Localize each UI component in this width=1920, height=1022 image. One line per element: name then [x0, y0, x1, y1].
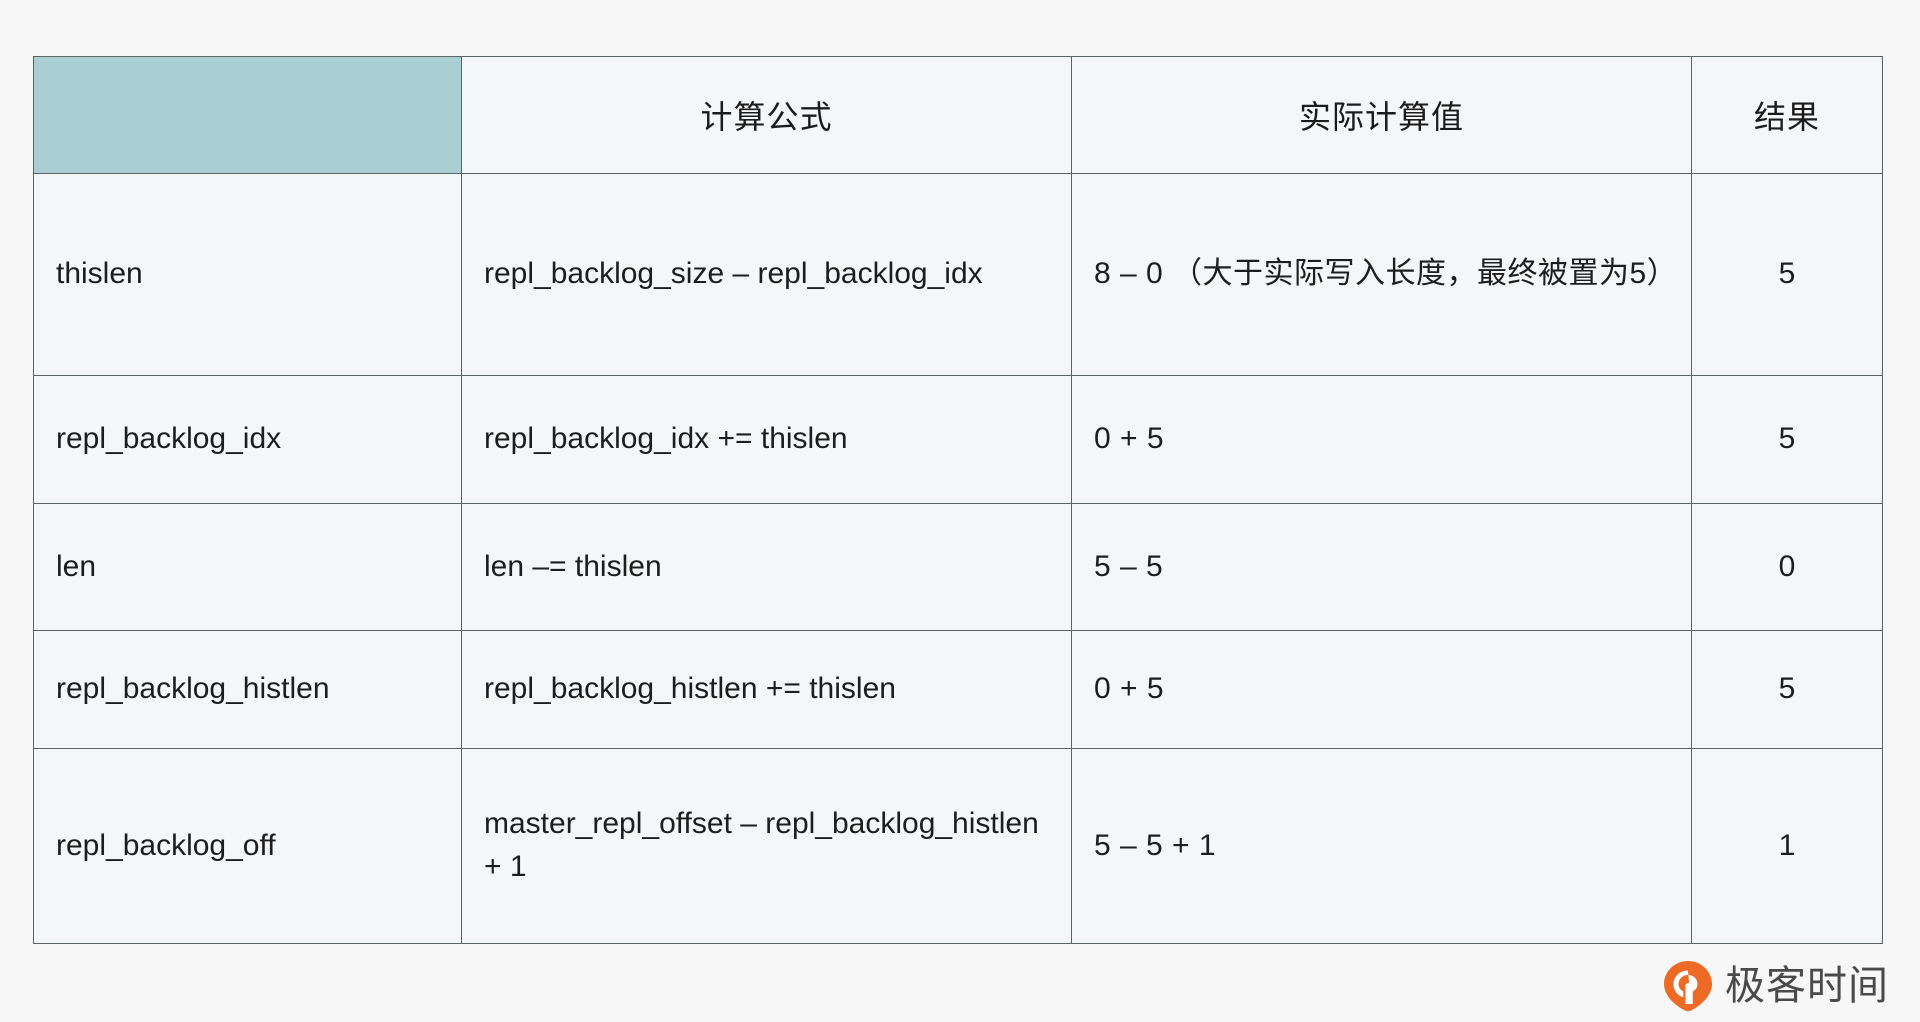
cell-result: 5	[1691, 375, 1883, 504]
table-row: repl_backlog_histlen repl_backlog_histle…	[33, 630, 1883, 749]
cell-result: 1	[1691, 748, 1883, 944]
cell-formula: master_repl_offset – repl_backlog_histle…	[461, 748, 1072, 944]
column-header-result: 结果	[1691, 56, 1883, 174]
cell-variable-name: repl_backlog_off	[33, 748, 462, 944]
cell-variable-name: repl_backlog_histlen	[33, 630, 462, 749]
table-body: thislen repl_backlog_size – repl_backlog…	[33, 173, 1883, 944]
cell-value: 0 + 5	[1071, 375, 1692, 504]
cell-variable-name: repl_backlog_idx	[33, 375, 462, 504]
cell-result: 5	[1691, 173, 1883, 376]
cell-formula: repl_backlog_size – repl_backlog_idx	[461, 173, 1072, 376]
geektime-pin-icon	[1664, 961, 1712, 1012]
brand-name: 极客时间	[1725, 964, 1889, 1008]
calculation-table: 计算公式 实际计算值 结果 thislen repl_backlog_size …	[33, 56, 1883, 944]
table-row: thislen repl_backlog_size – repl_backlog…	[33, 173, 1883, 376]
table-row: repl_backlog_off master_repl_offset – re…	[33, 748, 1883, 944]
cell-value: 5 – 5	[1071, 503, 1692, 631]
cell-value: 8 – 0 （大于实际写入长度，最终被置为5）	[1071, 173, 1692, 376]
cell-formula: len –= thislen	[461, 503, 1072, 631]
table-row: repl_backlog_idx repl_backlog_idx += thi…	[33, 375, 1883, 504]
cell-value: 5 – 5 + 1	[1071, 748, 1692, 944]
brand-logo: 极客时间	[1663, 957, 1889, 1015]
cell-result: 5	[1691, 630, 1883, 749]
table-header-row: 计算公式 实际计算值 结果	[33, 56, 1883, 174]
cell-variable-name: len	[33, 503, 462, 631]
cell-value: 0 + 5	[1071, 630, 1692, 749]
table-header: 计算公式 实际计算值 结果	[33, 56, 1883, 174]
cell-result: 0	[1691, 503, 1883, 631]
table-row: len len –= thislen 5 – 5 0	[33, 503, 1883, 631]
column-header-value: 实际计算值	[1071, 56, 1692, 174]
calculation-table-container: 计算公式 实际计算值 结果 thislen repl_backlog_size …	[33, 56, 1883, 944]
column-header-formula: 计算公式	[461, 56, 1072, 174]
column-header-variable	[33, 56, 462, 174]
cell-formula: repl_backlog_histlen += thislen	[461, 630, 1072, 749]
cell-formula: repl_backlog_idx += thislen	[461, 375, 1072, 504]
cell-variable-name: thislen	[33, 173, 462, 376]
